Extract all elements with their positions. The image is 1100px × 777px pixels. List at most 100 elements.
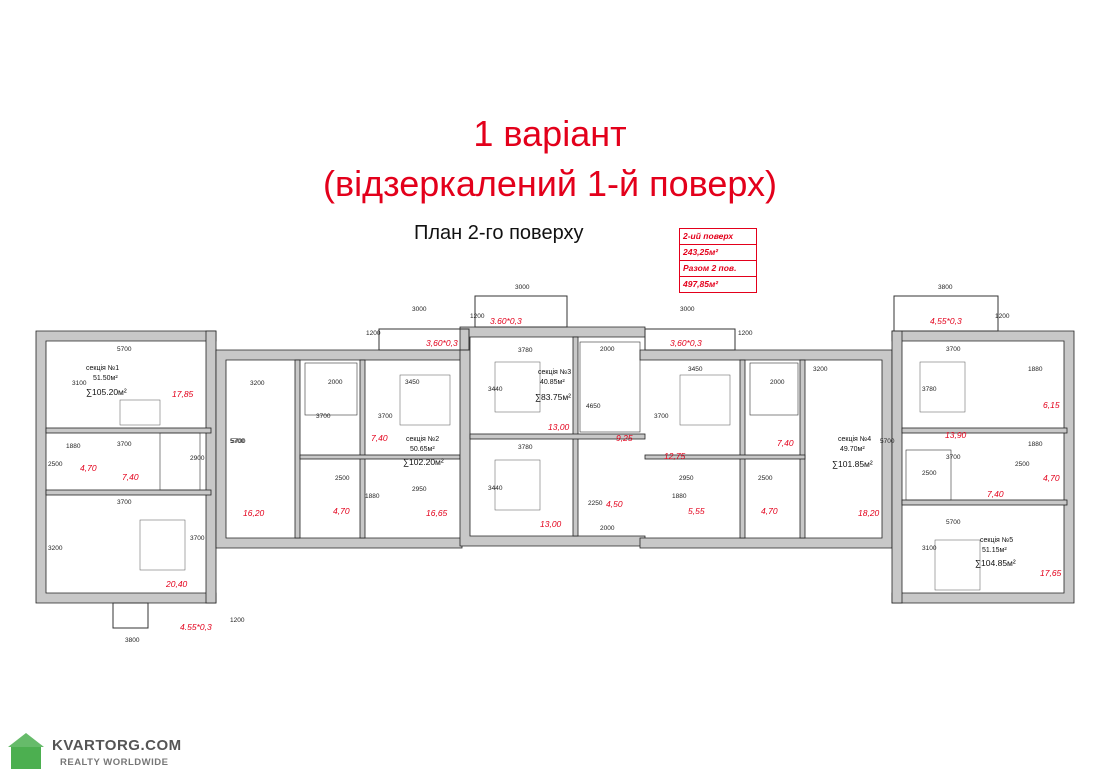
dim-label: 3100 (72, 380, 87, 387)
dim-label: 3800 (938, 284, 953, 291)
wall-section-1-mid (45, 427, 212, 434)
bed-4 (494, 361, 541, 413)
room-area: 13,00 (548, 422, 570, 432)
staircase-section-1 (159, 432, 201, 491)
dim-label: 2950 (412, 486, 427, 493)
watermark-logo (8, 733, 44, 769)
bed-2 (139, 519, 186, 571)
room-area: 7,40 (987, 489, 1004, 499)
section-3-total: ∑83.75м² (535, 392, 571, 402)
floor-area: 243,25м² (680, 245, 756, 261)
dim-label: 3000 (412, 306, 427, 313)
section-3-area: 40.85м² (540, 379, 565, 386)
wall-section-4-inner1 (739, 359, 746, 539)
wall-section-3-mid (469, 433, 646, 440)
dim-label: 2000 (770, 379, 785, 386)
section-1-total: ∑105.20м² (86, 387, 127, 397)
wall-section-1-outer (35, 330, 217, 604)
room-area: 17,85 (172, 389, 194, 399)
dim-label: 2500 (758, 475, 773, 482)
room-area: 13,00 (540, 519, 562, 529)
title-line-1: 1 варіант (473, 113, 627, 154)
bed-5 (494, 459, 541, 511)
dim-label: 2500 (1015, 461, 1030, 468)
floor-label: 2-ий поверх (680, 229, 756, 245)
dim-label: 1200 (995, 313, 1010, 320)
dim-label: 4650 (586, 403, 601, 410)
dim-label: 3700 (946, 454, 961, 461)
dim-label: 2950 (679, 475, 694, 482)
room-area: 3,60*0,3 (670, 338, 702, 348)
room-area: 6,15 (1043, 400, 1060, 410)
section-labels: секція №1 51.50м² ∑105.20м² секція №2 50… (86, 364, 1016, 568)
staircase-section-2 (304, 362, 358, 416)
dim-label: 3700 (190, 535, 205, 542)
plan-title: План 2-го поверху (414, 222, 584, 244)
balcony-section-1 (112, 602, 149, 629)
room-area: 3,60*0,3 (426, 338, 458, 348)
watermark-name: KVARTORG.COM (52, 737, 182, 754)
staircase-section-4 (749, 362, 799, 416)
wall-section-5-mid2 (901, 499, 1068, 506)
room-area: 17,65 (1040, 568, 1062, 578)
room-area: 4,70 (1043, 473, 1060, 483)
room-area: 7,40 (122, 472, 139, 482)
dim-label: 3700 (117, 499, 132, 506)
room-area: 7,40 (777, 438, 794, 448)
dim-label: 1200 (366, 330, 381, 337)
bed-6 (679, 374, 731, 426)
room-area: 7,40 (371, 433, 388, 443)
staircases (159, 341, 952, 501)
dim-label: 2000 (328, 379, 343, 386)
house-logo-icon (11, 745, 41, 769)
dim-label: 5700 (946, 519, 961, 526)
room-area-labels: 17,85 4,70 7,40 20,40 4.55*0,3 16,20 7,4… (80, 316, 1062, 632)
balcony-section-5 (893, 295, 999, 332)
dim-label: 3200 (813, 366, 828, 373)
dim-label: 3780 (518, 444, 533, 451)
balcony-section-4 (644, 328, 736, 351)
watermark-tagline: REALTY WORLDWIDE (60, 757, 169, 768)
balconies (112, 295, 999, 629)
wall-section-5-mid (901, 427, 1068, 434)
room-area: 13,90 (945, 430, 967, 440)
wall-section-5-left (891, 330, 903, 604)
bed-3 (399, 374, 451, 426)
dim-label: 3780 (922, 386, 937, 393)
dim-label: 3700 (654, 413, 669, 420)
dim-label: 2500 (922, 470, 937, 477)
dim-label: 1200 (470, 313, 485, 320)
room-area: 4.55*0,3 (180, 622, 212, 632)
section-5-name: секція №5 (980, 536, 1013, 544)
room-area: 12,75 (664, 451, 686, 461)
section-5-total: ∑104.85м² (975, 558, 1016, 568)
wall-section-2-inner2 (359, 359, 366, 539)
balcony-section-2 (378, 328, 470, 351)
dimension-labels: 5700 3100 1880 2500 3700 3700 3200 5700 … (48, 284, 1043, 644)
dim-label: 3700 (316, 413, 331, 420)
dim-label: 5700 (230, 438, 245, 445)
wall-section-4-inner3 (644, 454, 806, 460)
furniture (119, 361, 981, 591)
section-2-name: секція №2 (406, 435, 439, 443)
wall-section-4-inner2 (799, 359, 806, 539)
dim-label: 5700 (117, 346, 132, 353)
section-1-name: секція №1 (86, 364, 119, 372)
dim-label: 3700 (946, 346, 961, 353)
dim-label: 3440 (488, 386, 503, 393)
room-area: 4,70 (333, 506, 350, 516)
dim-label: 3700 (378, 413, 393, 420)
dim-label: 3000 (515, 284, 530, 291)
bed-1 (119, 399, 161, 426)
dim-label: 1880 (672, 493, 687, 500)
wall-section-2-inner1 (294, 359, 301, 539)
dim-label: 3800 (125, 637, 140, 644)
staircase-section-3 (579, 341, 641, 433)
dim-label: 2900 (190, 455, 205, 462)
staircase-section-5 (905, 449, 952, 501)
room-area: 4,50 (606, 499, 623, 509)
bed-8 (934, 539, 981, 591)
dim-label: 3780 (518, 347, 533, 354)
dim-label: 1880 (1028, 366, 1043, 373)
